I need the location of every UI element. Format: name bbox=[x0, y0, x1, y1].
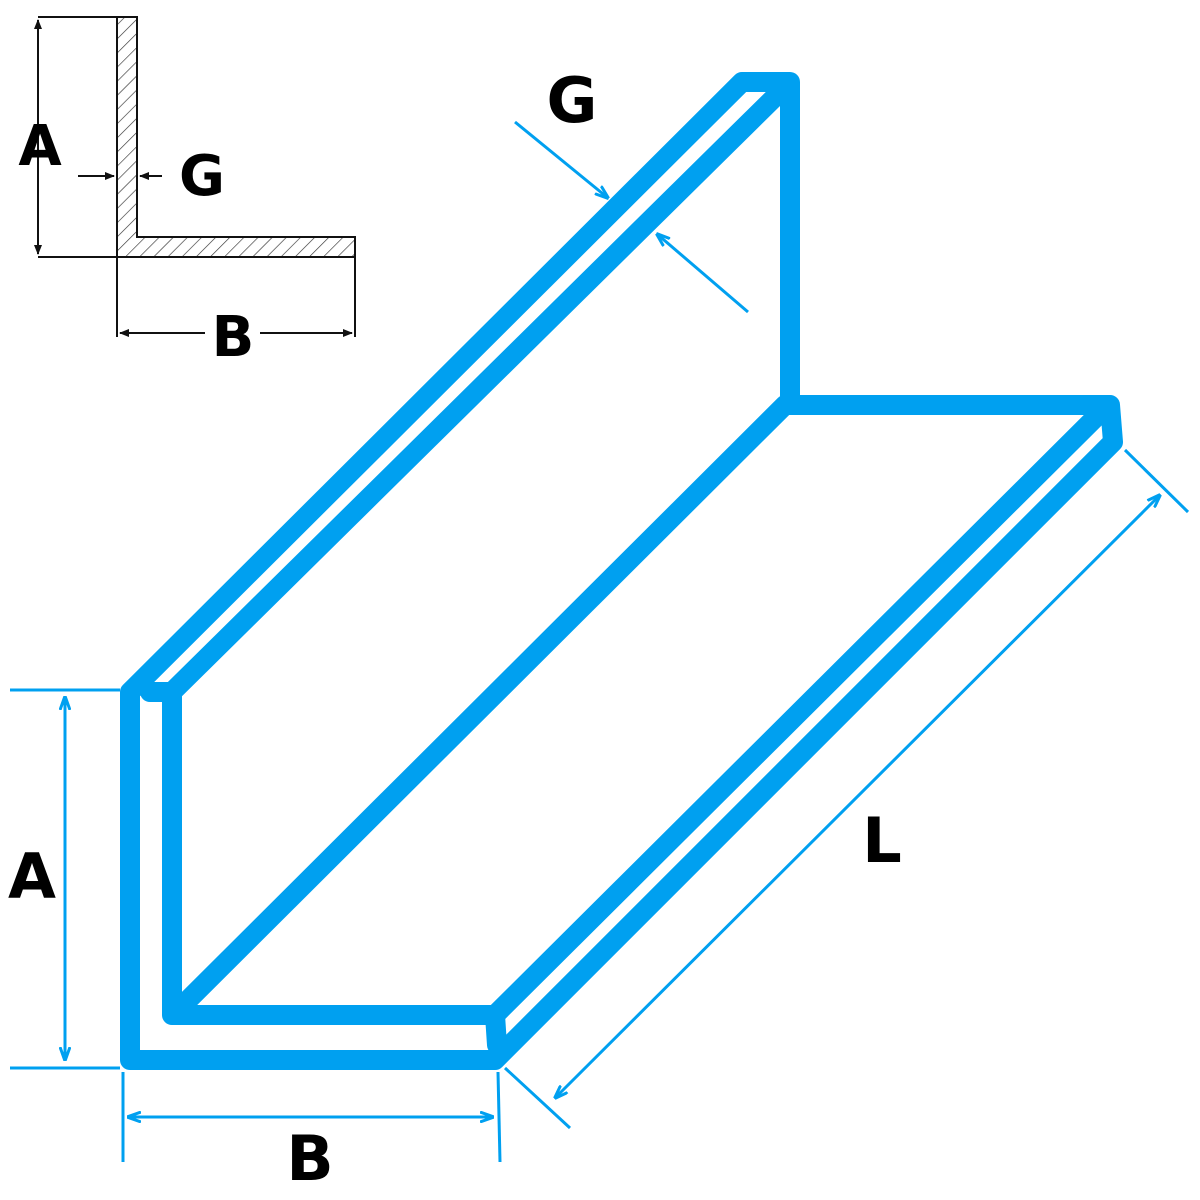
label-b: B bbox=[286, 1122, 333, 1195]
inset-label-b: B bbox=[212, 305, 255, 370]
inset-l-section bbox=[116, 16, 356, 258]
profile-top-inner-edge bbox=[162, 80, 792, 702]
label-g: G bbox=[547, 64, 598, 137]
label-l: L bbox=[862, 804, 902, 877]
main-dimensions bbox=[10, 120, 1190, 1163]
profile-corner-edge bbox=[170, 395, 795, 1018]
inset-label-g: G bbox=[179, 144, 225, 209]
inset-label-a: A bbox=[18, 114, 62, 179]
inset-cross-section: A G B bbox=[18, 16, 356, 370]
profile-front-inner-edge bbox=[485, 400, 1113, 1025]
angle-profile-3d bbox=[120, 72, 1123, 1070]
l-dimension-line bbox=[555, 495, 1160, 1098]
label-a: A bbox=[8, 840, 56, 913]
g-arrow-inner bbox=[657, 234, 749, 314]
g-arrow-outer bbox=[514, 120, 608, 198]
